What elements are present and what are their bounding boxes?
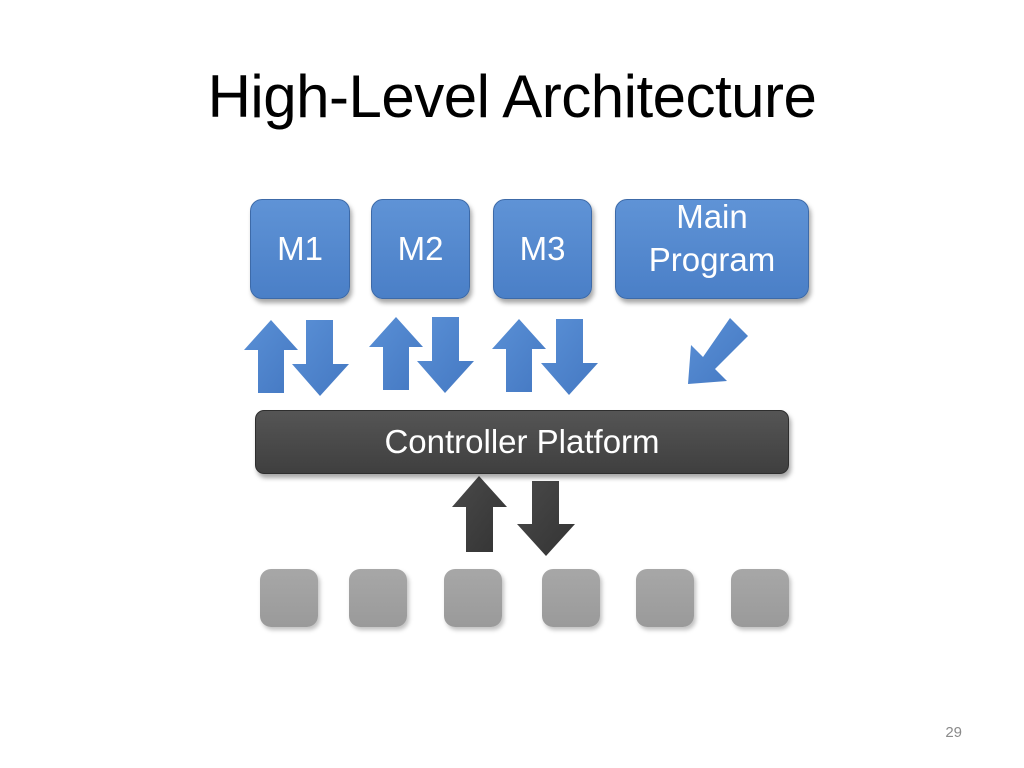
switch-node [444, 569, 502, 627]
main-program-box: Main Program [615, 198, 809, 299]
m3-up-arrow-icon [492, 319, 546, 392]
module-m3-label: M3 [519, 230, 566, 267]
main-program-label-line1: Main [676, 198, 748, 235]
switch-node [731, 569, 789, 627]
module-m1-box: M1 [250, 199, 350, 299]
controller-platform-bar: Controller Platform [255, 410, 789, 474]
controller-platform-label: Controller Platform [384, 423, 660, 460]
switch-up-arrow-icon [452, 476, 507, 552]
switch-node [542, 569, 600, 627]
page-number: 29 [945, 724, 962, 741]
module-m3-box: M3 [493, 199, 592, 299]
switch-node [349, 569, 407, 627]
module-m2-label: M2 [397, 230, 444, 267]
module-m2-box: M2 [371, 199, 470, 299]
switch-node [260, 569, 318, 627]
m1-up-arrow-icon [244, 320, 298, 393]
main-program-label-line2: Program [648, 241, 776, 278]
switch-down-arrow-icon [517, 481, 575, 556]
slide-title: High-Level Architecture [207, 63, 817, 130]
module-m1-label: M1 [277, 230, 323, 267]
m1-down-arrow-icon [292, 320, 349, 396]
switch-node [636, 569, 694, 627]
m2-down-arrow-icon [417, 317, 474, 393]
main-program-diagonal-arrow-icon [688, 318, 748, 384]
m3-down-arrow-icon [541, 319, 598, 395]
m2-up-arrow-icon [369, 317, 423, 390]
